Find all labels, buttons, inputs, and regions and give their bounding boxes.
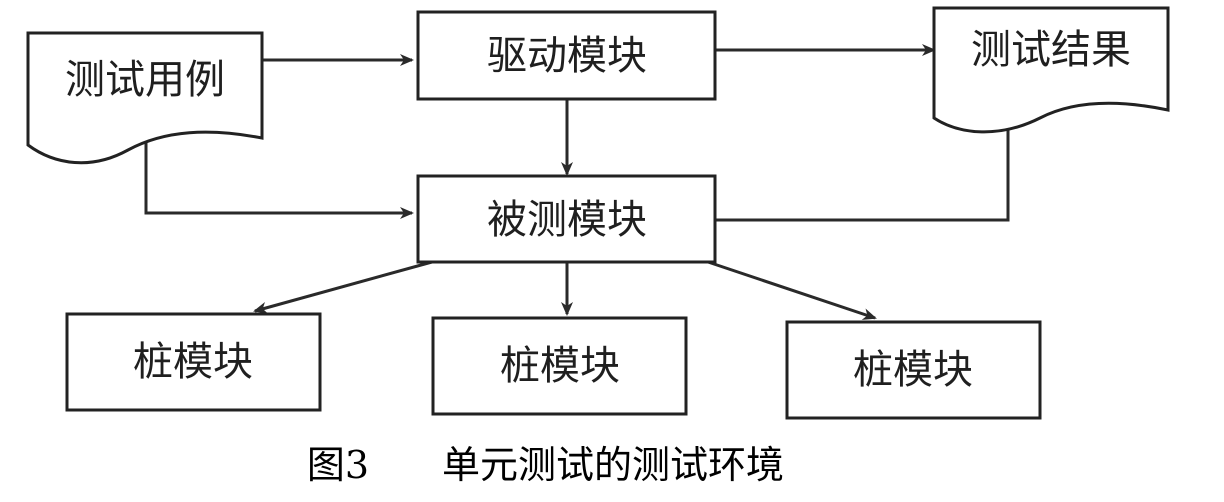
edge-test-cases-to-module-under-test: [144, 135, 414, 219]
node-test-cases: 测试用例: [26, 31, 264, 165]
stub-module-2-box: [431, 316, 688, 416]
stub-module-2-label: 桩模块: [500, 343, 620, 389]
driver-module-box: [416, 10, 717, 101]
node-driver-module: 驱动模块: [416, 10, 717, 101]
stub-module-1-box: [65, 312, 322, 412]
test-cases-document-shape: [26, 31, 264, 165]
edges: [144, 44, 1014, 320]
figure-number: 图3: [307, 443, 369, 487]
module-under-test-box: [416, 174, 717, 264]
node-module-under-test: 被测模块: [416, 174, 717, 264]
edge-module-under-test-to-stub-1: [253, 260, 433, 314]
figure-title: 单元测试的测试环境: [442, 443, 784, 487]
edge-module-under-test-to-stub-3: [707, 260, 877, 320]
stub-module-3-box: [785, 320, 1042, 420]
edge-module-under-test-to-test-results: [715, 115, 1014, 222]
stub-module-3-label: 桩模块: [853, 347, 973, 393]
test-results-document-shape: [932, 6, 1170, 134]
stub-module-1-label: 桩模块: [133, 339, 253, 385]
module-under-test-label: 被测模块: [487, 197, 647, 243]
test-cases-label: 测试用例: [65, 57, 225, 103]
node-stub-module-1: 桩模块: [65, 312, 322, 412]
node-stub-module-3: 桩模块: [785, 320, 1042, 420]
node-stub-module-2: 桩模块: [431, 316, 688, 416]
test-results-label: 测试结果: [971, 27, 1131, 73]
figure-caption: 图3 单元测试的测试环境: [307, 443, 784, 487]
node-test-results: 测试结果: [932, 6, 1170, 134]
driver-module-label: 驱动模块: [487, 33, 647, 79]
